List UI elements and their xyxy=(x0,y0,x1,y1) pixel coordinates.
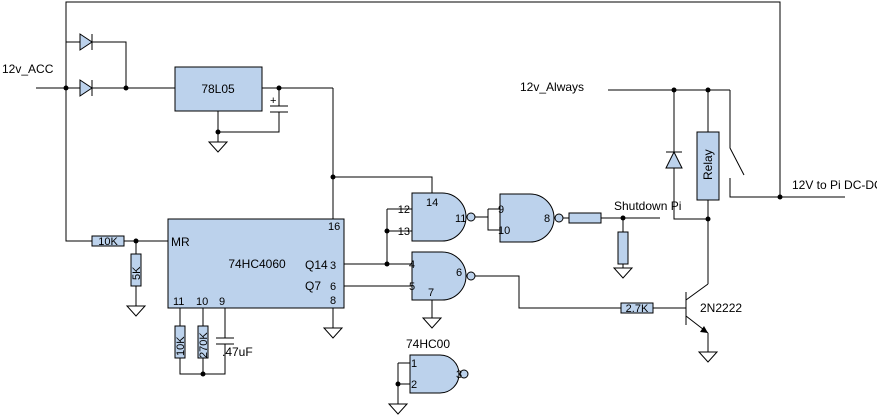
svg-text:2.7K: 2.7K xyxy=(626,303,649,315)
acc-input-section: 12v_ACC xyxy=(2,33,175,242)
svg-text:Q7: Q7 xyxy=(305,279,321,293)
counter-74hc4060: MR 74HC4060 16 Q14 3 Q7 6 8 11 10 9 xyxy=(167,218,412,339)
svg-text:270K: 270K xyxy=(198,332,210,358)
regulator-78l05: 78L05 + xyxy=(174,66,333,153)
svg-text:5: 5 xyxy=(409,281,415,293)
svg-text:10: 10 xyxy=(196,296,208,308)
ground-symbol-gate2 xyxy=(421,317,443,329)
svg-text:6: 6 xyxy=(456,267,462,279)
regulator-capacitor: + xyxy=(270,88,288,116)
svg-text:10K: 10K xyxy=(98,236,118,248)
svg-text:.47uF: .47uF xyxy=(222,345,253,359)
svg-text:12: 12 xyxy=(398,204,410,216)
shutdown-output: Shutdown Pi xyxy=(568,199,681,279)
nand-gate-4: 74HC00 1 2 3 xyxy=(387,337,469,415)
svg-text:3: 3 xyxy=(330,260,336,272)
svg-text:3: 3 xyxy=(456,369,462,381)
svg-text:9: 9 xyxy=(219,296,225,308)
svg-text:9: 9 xyxy=(498,204,504,216)
svg-text:13: 13 xyxy=(398,226,410,238)
svg-text:11: 11 xyxy=(173,296,184,308)
ground-symbol-gate4 xyxy=(387,403,409,415)
always-label: 12v_Always xyxy=(520,80,584,94)
relay-coil xyxy=(696,131,720,201)
resistor-10k-input: 10K xyxy=(91,235,168,248)
acc-label: 12v_ACC xyxy=(2,62,54,76)
mr-pin-label: MR xyxy=(171,235,190,249)
ground-symbol-reg xyxy=(207,141,229,153)
ground-symbol-transistor xyxy=(697,351,719,363)
nand-gate-2: 4 5 7 6 xyxy=(409,251,621,329)
relay-section: 12v_Always Relay 12V to Pi DC-DC xyxy=(520,80,877,222)
svg-text:11: 11 xyxy=(455,213,466,225)
gate4-label: 74HC00 xyxy=(406,337,450,351)
output-label: 12V to Pi DC-DC xyxy=(792,178,877,192)
flyback-diode xyxy=(665,90,711,222)
diode-lower xyxy=(79,79,175,97)
cap-plus-sign: + xyxy=(270,95,276,107)
resistor-270k: 270K xyxy=(197,325,210,359)
svg-text:4: 4 xyxy=(409,259,415,271)
regulator-label: 78L05 xyxy=(201,82,235,96)
transistor-label: 2N2222 xyxy=(700,301,742,315)
svg-text:7: 7 xyxy=(428,287,434,299)
svg-text:14: 14 xyxy=(426,197,438,209)
feedback-wire xyxy=(65,1,781,197)
transistor-2n2222: 2N2222 xyxy=(685,200,742,363)
svg-text:8: 8 xyxy=(544,213,550,225)
counter-label: 74HC4060 xyxy=(228,257,286,271)
ground-symbol-shutdown xyxy=(612,267,634,279)
svg-text:8: 8 xyxy=(330,295,336,307)
capacitor-osc: .47uF xyxy=(216,337,253,359)
ground-symbol-5k xyxy=(125,305,147,317)
svg-text:5K: 5K xyxy=(131,266,143,280)
svg-text:10K: 10K xyxy=(175,336,187,356)
svg-text:16: 16 xyxy=(328,221,340,233)
nand-gate-1: 12 13 14 11 xyxy=(384,192,500,267)
resistor-5k: 5K xyxy=(125,241,147,317)
relay-label: Relay xyxy=(701,149,715,180)
diode-upper xyxy=(66,33,127,88)
resistor-10k-osc: 10K xyxy=(174,325,187,359)
resistor-2-7k: 2.7K xyxy=(620,302,686,315)
ground-symbol-counter xyxy=(322,327,344,339)
shutdown-label: Shutdown Pi xyxy=(614,199,681,213)
svg-text:10: 10 xyxy=(498,225,510,237)
oscillator-network: 10K 270K .47uF xyxy=(174,308,253,377)
svg-text:Q14: Q14 xyxy=(305,258,328,272)
svg-text:6: 6 xyxy=(330,281,336,293)
svg-text:1: 1 xyxy=(411,358,417,370)
nand-gate-3: 9 10 8 xyxy=(487,193,569,243)
svg-text:2: 2 xyxy=(411,379,417,391)
